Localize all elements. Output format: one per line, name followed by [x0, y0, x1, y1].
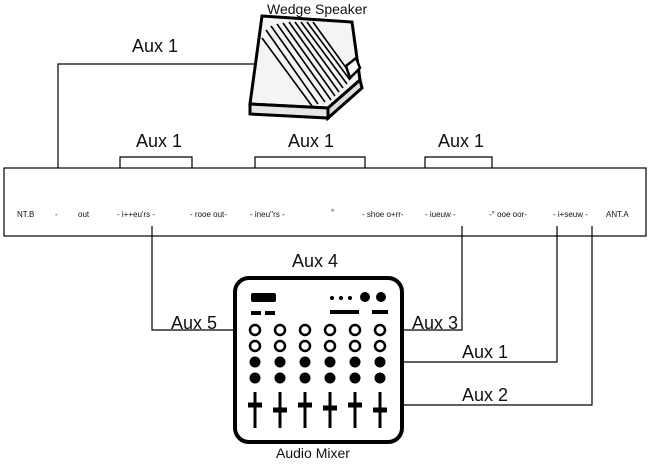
mixer-knob-icon — [373, 339, 387, 353]
mixer-knob-icon — [299, 356, 311, 368]
mixer-knob-icon — [249, 372, 261, 384]
mixer-knob-icon — [249, 356, 261, 368]
mixer-knob-icon — [348, 339, 362, 353]
mixer-knob-icon — [323, 323, 337, 337]
mixer-knob-icon — [273, 339, 287, 353]
mixer-knob-icon — [323, 339, 337, 353]
mixer-fader-icon — [373, 392, 387, 428]
mixer-knob-icon — [298, 323, 312, 337]
top-send-label-2: Aux 1 — [288, 131, 335, 151]
mixer-top-label: Aux 4 — [292, 251, 339, 271]
mixer-knob-icon — [273, 323, 287, 337]
speaker-feed-wire — [57, 63, 257, 190]
mixer-left-label: Aux 5 — [171, 313, 218, 333]
speaker-send-label: Aux 1 — [132, 36, 179, 56]
panel-jack-label: - iueuw - — [425, 210, 456, 219]
mixer-knob-icon — [274, 372, 286, 384]
aux1-cable — [402, 226, 558, 363]
mixer-knob-icon — [248, 339, 262, 353]
mixer-knob-icon — [248, 323, 262, 337]
panel-jack-label: - i+seuw - — [553, 210, 588, 219]
panel-jack-label: - shoe o+rr- — [362, 210, 404, 219]
mixer-knob-icon — [299, 372, 311, 384]
wedge-speaker-icon — [248, 14, 364, 122]
aux5-cable — [151, 226, 235, 331]
panel-jack-label: -° ooe oor- — [489, 210, 527, 219]
top-send-label-1: Aux 1 — [136, 131, 183, 151]
patch-panel — [3, 167, 647, 237]
mixer-fader-icon — [248, 392, 262, 428]
panel-jack-label: out — [78, 210, 90, 219]
mixer-fader-icon — [273, 392, 287, 428]
panel-jack-label: ANT.A — [606, 210, 629, 219]
panel-jack-label: - ineu''rs - — [250, 210, 285, 219]
mixer-knob-icon — [298, 339, 312, 353]
mixer-knob-icon — [349, 372, 361, 384]
speaker-title: Wedge Speaker — [267, 1, 368, 17]
mixer-title: Audio Mixer — [276, 445, 350, 461]
mixer-right-label-2: Aux 1 — [462, 342, 509, 362]
mixer-knob-icon — [373, 323, 387, 337]
mixer-fader-icon — [348, 392, 362, 428]
mixer-knob-icon — [374, 356, 386, 368]
mixer-right-label-1: Aux 3 — [412, 313, 459, 333]
mixer-fader-icon — [323, 392, 337, 428]
audio-mixer-icon — [233, 276, 404, 444]
mixer-knob-icon — [349, 356, 361, 368]
mixer-knob-icon — [324, 372, 336, 384]
mixer-knob-icon — [374, 372, 386, 384]
mixer-knob-icon — [324, 356, 336, 368]
aux3-cable — [402, 226, 463, 331]
mixer-right-label-3: Aux 2 — [462, 385, 509, 405]
aux2-cable — [402, 226, 593, 406]
mixer-knob-icon — [274, 356, 286, 368]
mixer-fader-icon — [298, 392, 312, 428]
mixer-knob-icon — [348, 323, 362, 337]
panel-jack-label: NT.B — [17, 210, 35, 219]
top-send-label-3: Aux 1 — [438, 131, 485, 151]
panel-jack-label: - rooe out- — [190, 210, 227, 219]
panel-jack-label: - i++eu'rs - — [117, 210, 155, 219]
panel-jack-label: ° — [331, 208, 335, 217]
panel-jack-label: - — [55, 210, 58, 219]
